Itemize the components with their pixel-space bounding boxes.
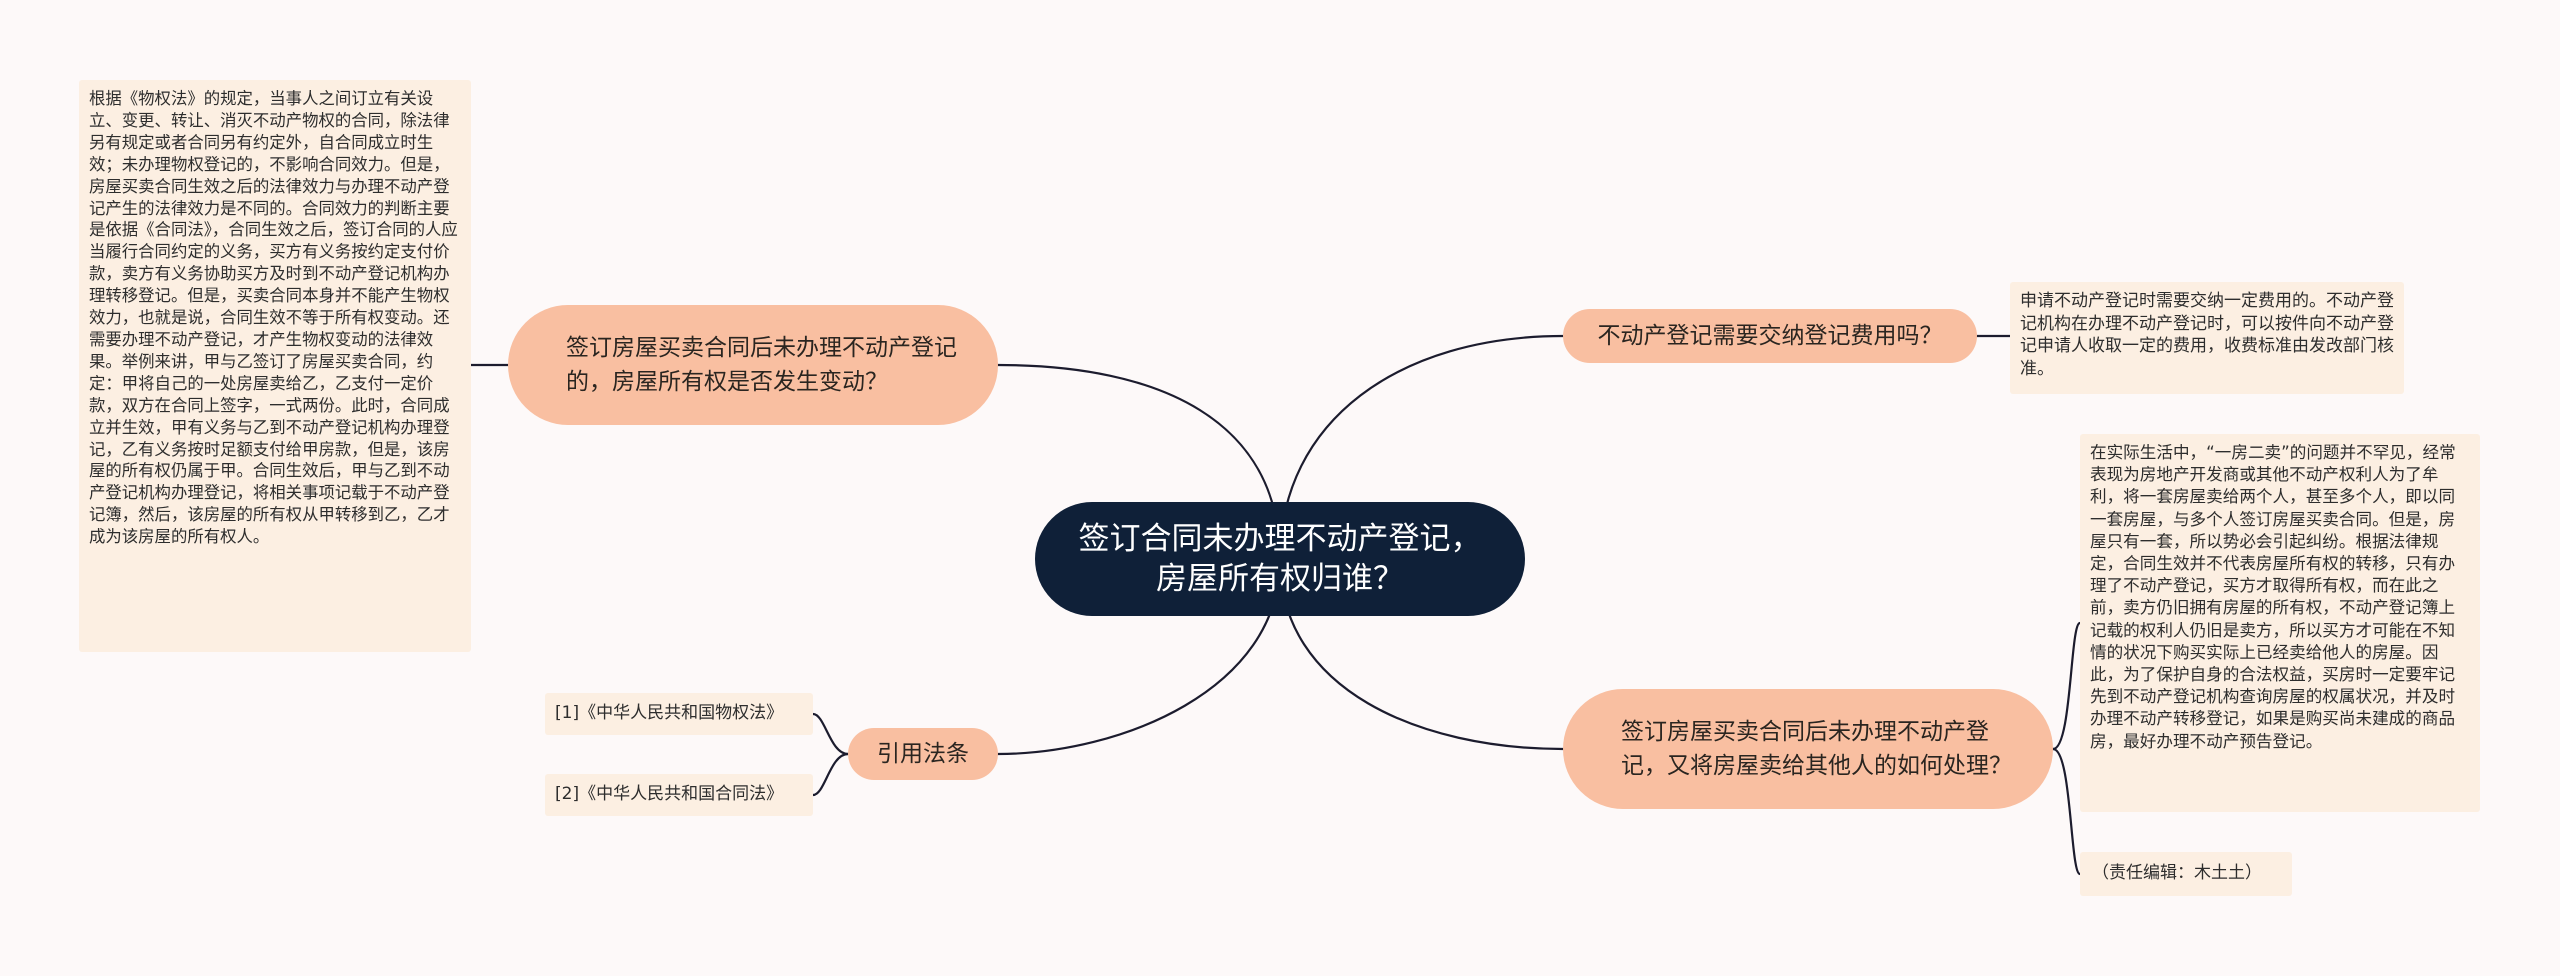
leaf-registration-fee-text: 申请不动产登记时需要交纳一定费用的。不动产登记机构在办理不动产登记时，可以按件向…	[2020, 291, 2394, 380]
leaf-ownership-change-detail[interactable]: 根据《物权法》的规定，当事人之间订立有关设立、变更、转让、消灭不动产物权的合同，…	[79, 80, 471, 652]
connector-branch-2-to-ref-2	[811, 752, 850, 797]
leaf-cited-law-1[interactable]: [1]《中华人民共和国物权法》	[545, 693, 813, 735]
branch-cited-laws-label: 引用法条	[877, 741, 969, 767]
root-topic[interactable]: 签订合同未办理不动产登记，房屋所有权归谁？	[1035, 502, 1525, 616]
branch-double-sale-label: 签订房屋买卖合同后未办理不动产登记，又将房屋卖给其他人的如何处理？	[1621, 719, 2012, 779]
branch-cited-laws[interactable]: 引用法条	[848, 728, 998, 780]
branch-registration-fee[interactable]: 不动产登记需要交纳登记费用吗？	[1563, 309, 1977, 363]
root-topic-label: 签订合同未办理不动产登记，房屋所有权归谁？	[1078, 521, 1482, 597]
leaf-editor-credit[interactable]: （责任编辑：木土土）	[2080, 852, 2292, 896]
branch-ownership-change[interactable]: 签订房屋买卖合同后未办理不动产登记的，房屋所有权是否发生变动？	[508, 305, 998, 425]
leaf-cited-law-2[interactable]: [2]《中华人民共和国合同法》	[545, 774, 813, 816]
leaf-double-sale-detail[interactable]: 在实际生活中，“一房二卖”的问题并不罕见，经常表现为房地产开发商或其他不动产权利…	[2080, 434, 2480, 812]
branch-double-sale[interactable]: 签订房屋买卖合同后未办理不动产登记，又将房屋卖给其他人的如何处理？	[1563, 689, 2053, 809]
leaf-cited-law-2-text: [2]《中华人民共和国合同法》	[555, 784, 784, 805]
leaf-double-sale-text: 在实际生活中，“一房二卖”的问题并不罕见，经常表现为房地产开发商或其他不动产权利…	[2090, 443, 2456, 751]
leaf-registration-fee-detail[interactable]: 申请不动产登记时需要交纳一定费用的。不动产登记机构在办理不动产登记时，可以按件向…	[2010, 282, 2404, 394]
leaf-cited-law-1-text: [1]《中华人民共和国物权法》	[555, 703, 784, 724]
leaf-editor-credit-text: （责任编辑：木土土）	[2092, 863, 2262, 884]
connector-branch-4-to-leaf-2	[2051, 747, 2082, 876]
leaf-ownership-change-text: 根据《物权法》的规定，当事人之间订立有关设立、变更、转让、消灭不动产物权的合同，…	[89, 89, 458, 547]
branch-ownership-change-label: 签订房屋买卖合同后未办理不动产登记的，房屋所有权是否发生变动？	[566, 335, 957, 395]
branch-registration-fee-label: 不动产登记需要交纳登记费用吗？	[1597, 323, 1943, 349]
connector-branch-2-to-ref-1	[811, 712, 850, 756]
connector-branch-4-to-leaf-1	[2051, 621, 2082, 751]
